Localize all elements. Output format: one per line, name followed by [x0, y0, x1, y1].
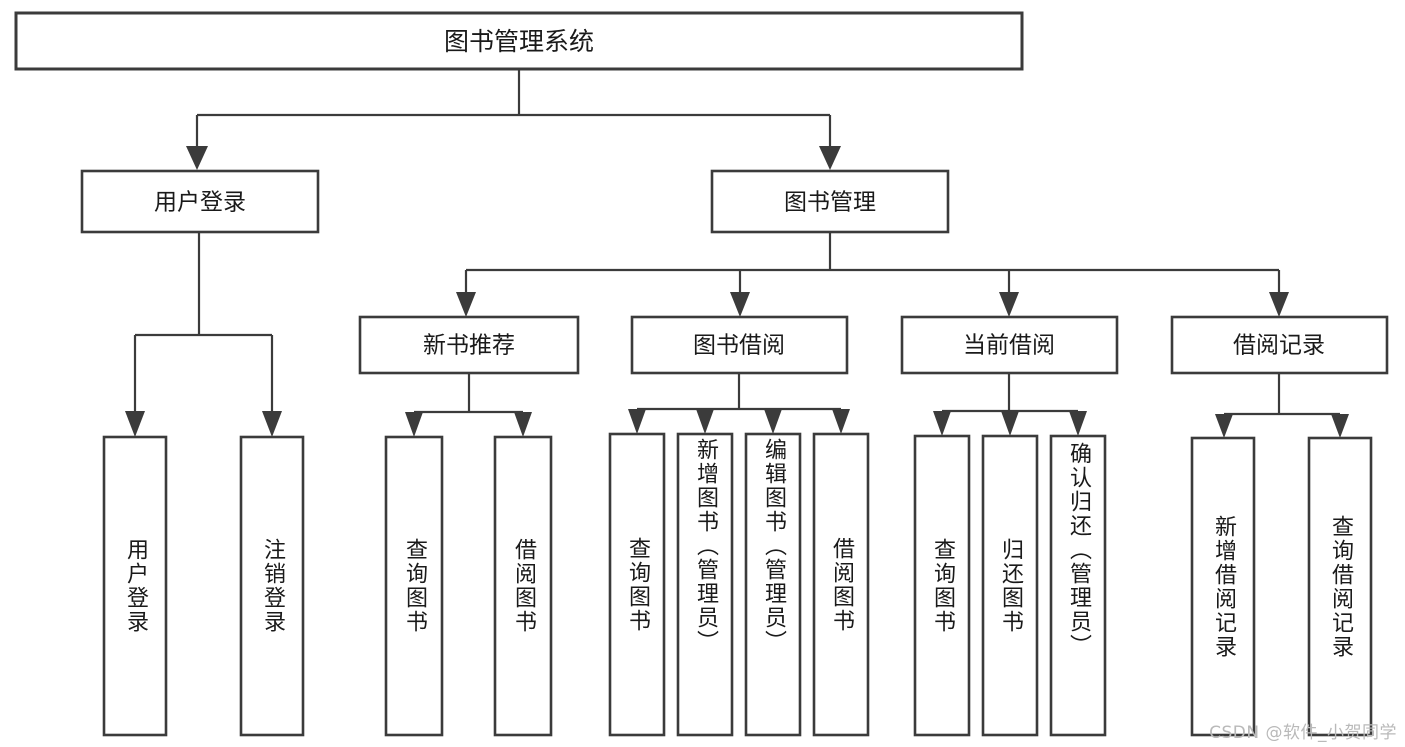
- arrowhead-group: [125, 146, 1349, 438]
- node-borrow-record-label: 借阅记录: [1233, 333, 1325, 359]
- node-book-borrow-label: 图书借阅: [693, 333, 785, 359]
- node-leaf-bb-borrow-book[interactable]: [812, 432, 870, 737]
- node-root[interactable]: 图书管理系统: [14, 11, 1024, 71]
- arrowhead-currentborrow-leaf-2: [1001, 411, 1019, 436]
- arrowhead-bookborrow-leaf-3: [764, 409, 782, 434]
- node-root-label: 图书管理系统: [444, 27, 594, 56]
- node-user-login[interactable]: 用户登录: [80, 169, 320, 234]
- node-user-login-label: 用户登录: [154, 190, 246, 216]
- node-new-book-recommend-label: 新书推荐: [423, 333, 515, 359]
- arrowhead-book-mgmt: [819, 146, 841, 170]
- arrowhead-user-login: [186, 146, 208, 170]
- node-current-borrow[interactable]: 当前借阅: [900, 315, 1119, 375]
- arrowhead-bookborrow-leaf-2: [696, 409, 714, 434]
- node-group: 图书管理系统 用户登录 图书管理 新书推荐 图书借阅 当前: [14, 11, 1389, 737]
- arrowhead-userlogin-leaf-2: [262, 411, 282, 437]
- arrowhead-bookborrow-leaf-4: [832, 409, 850, 434]
- node-leaf-cb-return-book[interactable]: [981, 434, 1039, 737]
- node-book-management[interactable]: 图书管理: [710, 169, 950, 234]
- node-leaf-bb-edit-book-admin[interactable]: [744, 432, 802, 737]
- node-current-borrow-label: 当前借阅: [963, 333, 1055, 359]
- node-leaf-nbr-query-book[interactable]: [384, 435, 444, 737]
- arrowhead-newbook-leaf-2: [514, 412, 532, 437]
- arrowhead-new-book: [456, 292, 476, 317]
- node-leaf-cb-query-book[interactable]: [913, 434, 971, 737]
- arrowhead-borrowrecord-leaf-2: [1331, 414, 1349, 438]
- node-leaf-logout[interactable]: [239, 435, 305, 737]
- node-leaf-nbr-borrow-book[interactable]: [493, 435, 553, 737]
- node-book-management-label: 图书管理: [784, 190, 876, 216]
- node-borrow-record[interactable]: 借阅记录: [1170, 315, 1389, 375]
- node-leaf-cb-confirm-return-admin[interactable]: [1049, 434, 1107, 737]
- csdn-watermark: CSDN @软件_小贺同学: [1209, 723, 1397, 743]
- arrowhead-bookborrow-leaf-1: [628, 409, 646, 434]
- arrowhead-userlogin-leaf-1: [125, 411, 145, 437]
- arrowhead-current-borrow: [999, 292, 1019, 317]
- arrowhead-borrow-record: [1269, 292, 1289, 317]
- arrowhead-currentborrow-leaf-1: [933, 411, 951, 436]
- arrowhead-borrowrecord-leaf-1: [1215, 414, 1233, 438]
- node-leaf-user-login[interactable]: [102, 435, 168, 737]
- arrowhead-book-borrow: [730, 292, 750, 317]
- node-book-borrow[interactable]: 图书借阅: [630, 315, 849, 375]
- node-leaf-br-add-record[interactable]: [1190, 436, 1256, 737]
- node-leaf-br-query-record[interactable]: [1307, 436, 1373, 737]
- node-leaf-bb-add-book-admin[interactable]: [676, 432, 734, 737]
- arrowhead-newbook-leaf-1: [405, 412, 423, 437]
- node-leaf-bb-query-book[interactable]: [608, 432, 666, 737]
- node-new-book-recommend[interactable]: 新书推荐: [358, 315, 580, 375]
- arrowhead-currentborrow-leaf-3: [1069, 411, 1087, 436]
